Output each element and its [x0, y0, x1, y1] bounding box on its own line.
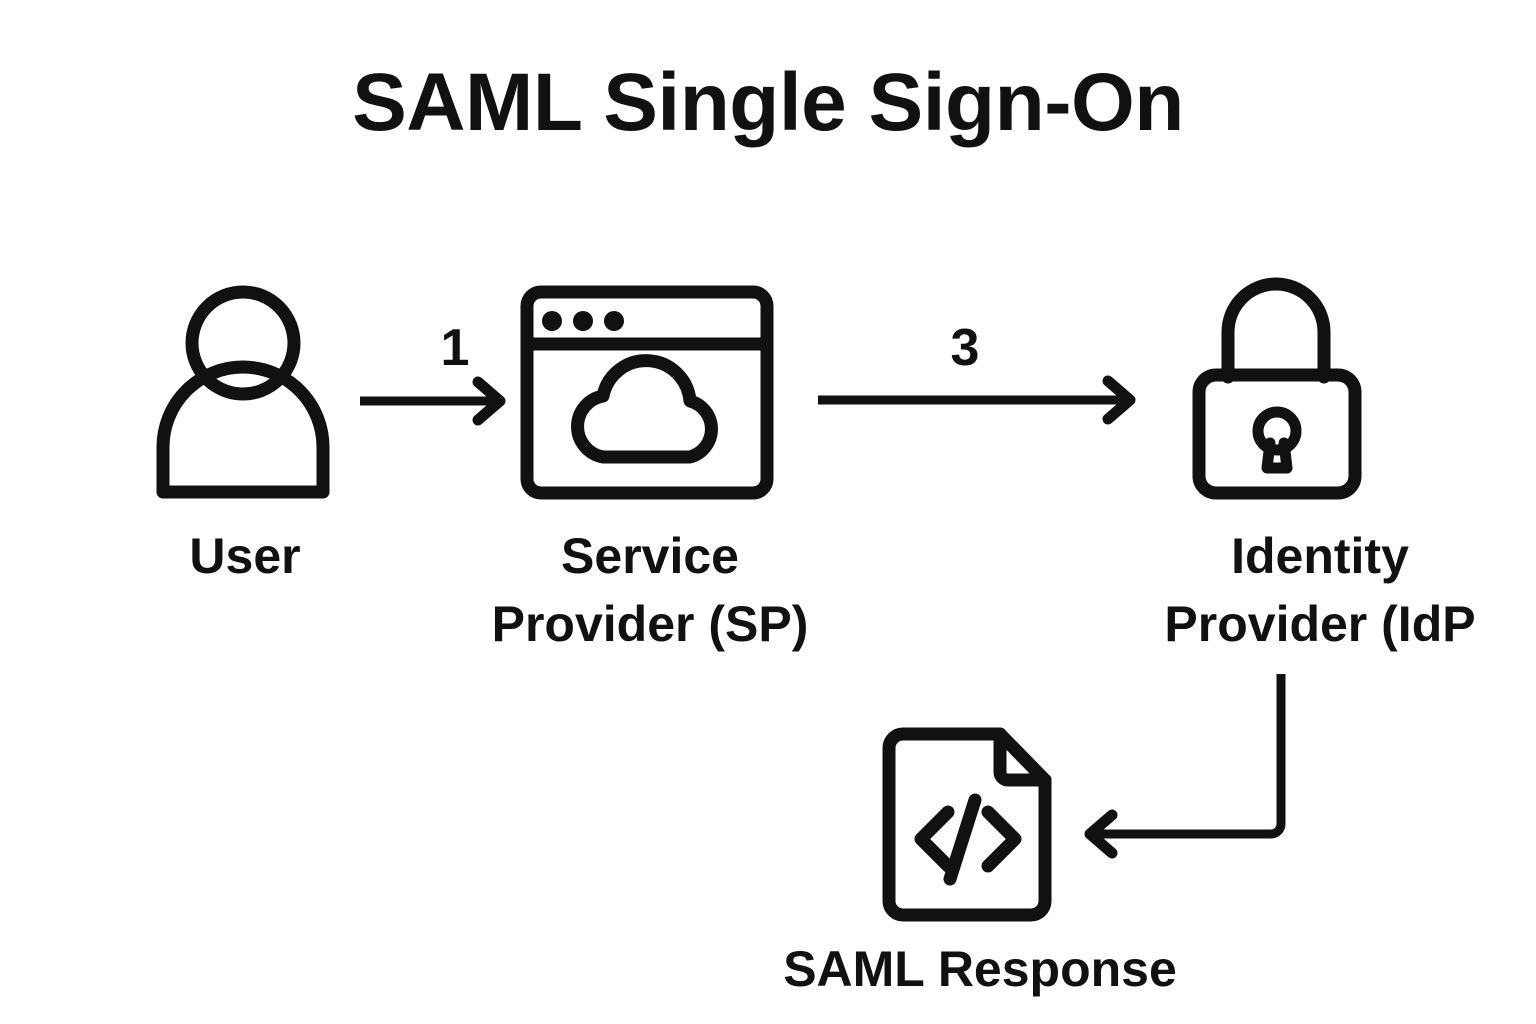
node-label-service-provider: Service Provider (SP)	[491, 528, 809, 652]
step-number-1: 1	[440, 319, 470, 377]
node-label-user: User	[189, 528, 301, 584]
page-title: SAML Single Sign-On	[352, 57, 1184, 148]
browser-cloud-icon	[520, 285, 774, 500]
connector-idp-to-response	[1084, 674, 1286, 859]
step-number-3: 3	[950, 319, 980, 377]
code-document-icon	[882, 727, 1052, 922]
connector-user-to-sp	[360, 376, 506, 426]
padlock-icon	[1192, 277, 1362, 500]
node-label-identity-provider-line1: Identity	[1231, 528, 1409, 584]
user-icon	[156, 285, 330, 499]
connector-sp-to-idp	[818, 375, 1136, 425]
node-label-saml-response: SAML Response	[783, 941, 1177, 997]
node-label-identity-provider-line2: Provider (IdP	[1164, 596, 1476, 652]
